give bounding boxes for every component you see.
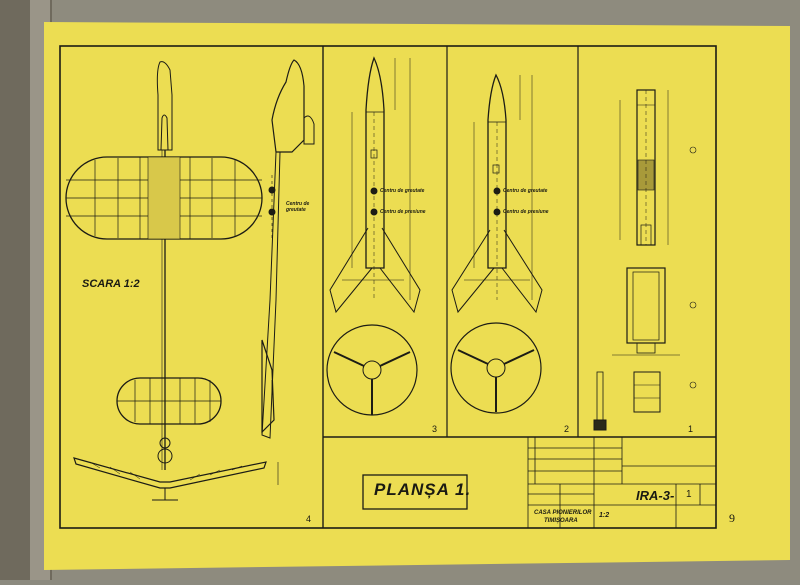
panel-2-number: 2 <box>564 424 570 434</box>
panel-1-number: 1 <box>688 424 694 434</box>
title-label: PLANȘA 1. <box>374 480 472 499</box>
page-number: 9 <box>729 511 735 525</box>
gravity-label-3: Centru de greutate <box>380 188 425 194</box>
title-block <box>527 437 716 528</box>
model-code: IRA-3- <box>636 488 675 503</box>
title-box <box>362 474 468 510</box>
school-label: CASA PIONIERILOR <box>534 510 592 516</box>
scale-note: 1:2 <box>599 512 610 519</box>
drawing-frame <box>59 45 717 529</box>
panel-3-rocket <box>326 56 421 416</box>
sheet-number: 1 <box>686 489 692 500</box>
panel-3-number: 3 <box>432 424 438 434</box>
panel-1-parts <box>593 89 697 431</box>
pressure-label-2: Centru de presiune <box>503 209 549 215</box>
school-city-label: TIMIȘOARA <box>544 518 578 524</box>
panel-2-rocket <box>450 73 543 414</box>
panel-4-glider <box>65 59 315 501</box>
panel-4-number: 4 <box>306 514 312 524</box>
yellow-paper <box>44 22 790 570</box>
scale-label: SCARA 1:2 <box>82 278 140 290</box>
gravity-label-4: Centru de greutate <box>286 201 310 213</box>
gravity-label-2: Centru de greutate <box>503 188 548 194</box>
pressure-label-3: Centru de presiune <box>380 209 426 215</box>
